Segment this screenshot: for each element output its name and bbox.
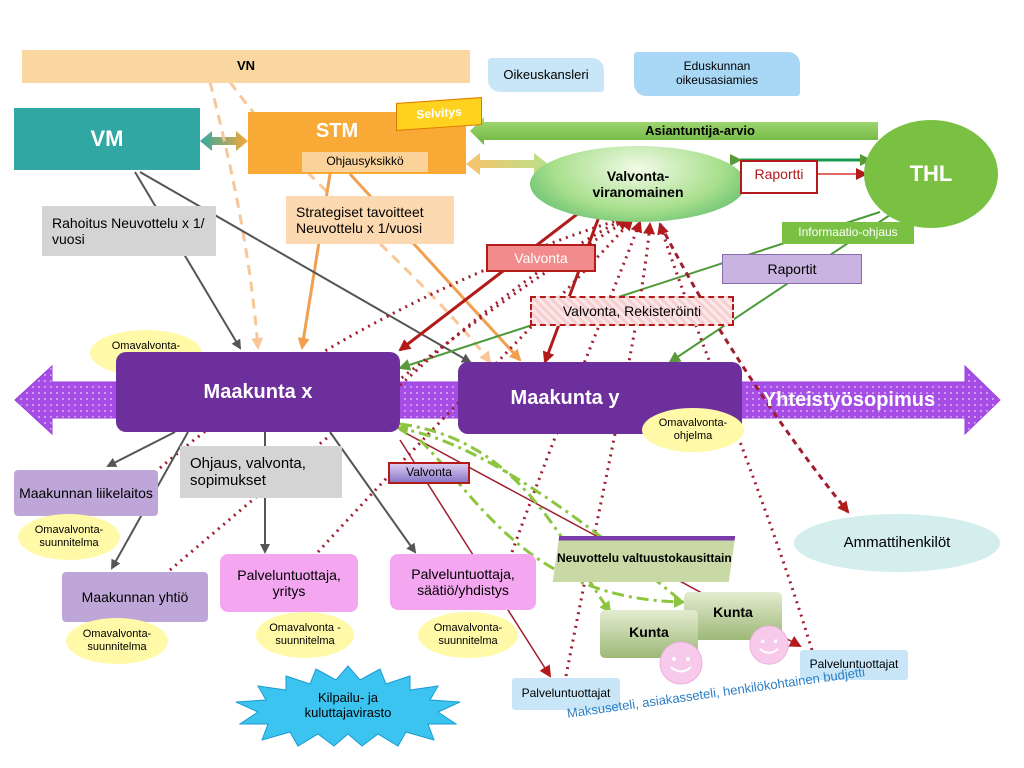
palveluntuottajat-box-2: Palveluntuottajat: [800, 650, 908, 680]
valvonta-to-maakunta-x: [398, 210, 581, 352]
maakunta-x-label: Maakunta x: [203, 380, 313, 403]
yhteistyosopimus-label: Yhteistyösopimus: [762, 388, 936, 411]
omavalvontasuunnitelma-4-label: Omavalvonta- suunnitelma: [433, 622, 503, 647]
palveluntuottajat-label-1: Palveluntuottajat: [521, 686, 611, 701]
oikeuskansleri-label: Oikeuskansleri: [503, 66, 589, 82]
maakunnan-liikelaitos-box: Maakunnan liikelaitos: [14, 470, 158, 516]
ammattihenkilot-ellipse: Ammattihenkilöt: [794, 514, 1000, 572]
oikeuskansleri-box: Oikeuskansleri: [488, 58, 604, 92]
mx-to-liikelaitos: [106, 431, 176, 467]
maakunnan-liikelaitos-label: Maakunnan liikelaitos: [19, 484, 153, 501]
mx-to-saatio: [329, 431, 417, 554]
stm-valvonta-arrow: [466, 153, 548, 175]
kunta-label-2: Kunta: [713, 604, 753, 620]
valvonta-label-2: Valvonta: [406, 465, 452, 480]
palveluntuottaja-yritys-label: Palveluntuottaja, yritys: [237, 566, 341, 599]
informaatio-ohjaus-box: Informaatio-ohjaus: [782, 222, 914, 244]
yhteistyosopimus-label-box: Yhteistyösopimus: [744, 386, 954, 414]
stm-box: STM: [248, 112, 466, 174]
valvontaviranomainen-label: Valvonta- viranomainen: [592, 167, 684, 200]
ohjaus-valvonta-label: Ohjaus, valvonta, sopimukset: [190, 454, 306, 489]
omavalvontaohjelma-y-label: Omavalvonta- ohjelma: [658, 417, 728, 442]
asiantuntija-arvio-arrow: [470, 117, 878, 145]
thl-label: THL: [909, 161, 953, 187]
palveluntuottajat-box-1: Palveluntuottajat: [512, 678, 620, 710]
selvitys-label: Selvitys: [416, 104, 462, 122]
maakunta-x-box: Maakunta x: [116, 352, 400, 432]
ohjaus-valvonta-box: Ohjaus, valvonta, sopimukset: [180, 446, 342, 498]
valvonta-label-1: Valvonta: [514, 249, 568, 266]
ammattihenkilot-label: Ammattihenkilöt: [843, 534, 951, 552]
maakunta-y-label: Maakunta y: [510, 386, 620, 409]
dotted-palveluntuottajat2-valvonta: [657, 222, 814, 651]
stm-label: STM: [315, 120, 359, 142]
maakunnan-yhtio-label: Maakunnan yhtiö: [81, 588, 189, 605]
valvonta-rekisterointi-box: Valvonta, Rekisteröinti: [530, 296, 734, 326]
vn-to-maakunta-x-dashed: [208, 81, 264, 350]
rahoitus-label: Rahoitus Neuvottelu x 1/ vuosi: [52, 214, 205, 247]
vm-to-maakunta-x: [134, 171, 242, 350]
eduskunnan-oikeusasiamies-box: Eduskunnan oikeusasiamies: [634, 52, 800, 96]
maakunnan-yhtio-box: Maakunnan yhtiö: [62, 572, 208, 622]
raportit-label: Raportit: [767, 260, 817, 277]
vn-label: VN: [236, 58, 256, 74]
thl-ellipse: THL: [864, 120, 998, 228]
kunta-dashdot-1: [399, 422, 612, 614]
smiley-face-icon: [659, 641, 703, 685]
asiantuntija-arvio-label-box: Asiantuntija-arvio: [600, 122, 800, 140]
palveluntuottaja-saatio-label: Palveluntuottaja, säätiö/yhdistys: [411, 565, 515, 598]
vn-box: VN: [22, 50, 470, 83]
raportti-box: Raportti: [740, 160, 818, 194]
strategiset-tavoitteet-label: Strategiset tavoitteet Neuvottelu x 1/vu…: [296, 203, 424, 236]
selvitys-box: Selvitys: [396, 96, 482, 132]
valvonta-rekisterointi-label: Valvonta, Rekisteröinti: [562, 302, 702, 319]
ohjausyksikko-label: Ohjausyksikkö: [326, 154, 404, 169]
vm-box: VM: [14, 108, 200, 170]
raportti-label: Raportti: [754, 166, 804, 182]
valvonta-to-maakunta-y: [542, 213, 602, 364]
kilpailu-starburst-shape: [235, 665, 461, 747]
raportit-box: Raportit: [722, 254, 862, 284]
valvontaviranomainen-ellipse: Valvonta- viranomainen: [530, 146, 746, 222]
vm-to-maakunta-y: [139, 171, 472, 363]
omavalvontaohjelma-y-ellipse: Omavalvonta- ohjelma: [642, 408, 744, 452]
rahoitus-box: Rahoitus Neuvottelu x 1/ vuosi: [42, 206, 216, 256]
palveluntuottajat-label-2: Palveluntuottajat: [809, 657, 899, 672]
omavalvontasuunnitelma-2-ellipse: Omavalvonta- suunnitelma: [66, 618, 168, 664]
ohjausyksikko-box: Ohjausyksikkö: [302, 152, 428, 172]
palveluntuottaja-saatio-box: Palveluntuottaja, säätiö/yhdistys: [390, 554, 536, 610]
omavalvontasuunnitelma-3-label: Omavalvonta -suunnitelma: [269, 622, 341, 647]
omavalvontasuunnitelma-1-ellipse: Omavalvonta- suunnitelma: [18, 514, 120, 560]
neuvottelu-label: Neuvottelu valtuustokausittain: [556, 551, 732, 566]
vm-label: VM: [90, 126, 124, 152]
eduskunnan-oikeusasiamies-label: Eduskunnan oikeusasiamies: [675, 59, 759, 87]
omavalvontasuunnitelma-2-label: Omavalvonta- suunnitelma: [82, 628, 152, 653]
informaatio-ohjaus-label: Informaatio-ohjaus: [798, 225, 898, 240]
omavalvontasuunnitelma-1-label: Omavalvonta- suunnitelma: [34, 524, 104, 549]
smiley-face-icon: [749, 625, 789, 665]
strategiset-tavoitteet-box: Strategiset tavoitteet Neuvottelu x 1/vu…: [286, 196, 454, 244]
neuvottelu-box: Neuvottelu valtuustokausittain: [552, 536, 736, 582]
kunta-label-1: Kunta: [629, 624, 669, 640]
palveluntuottaja-yritys-box: Palveluntuottaja, yritys: [220, 554, 358, 612]
kilpailu-label-box: Kilpailu- ja kuluttajavirasto: [270, 684, 426, 728]
omavalvontasuunnitelma-3-ellipse: Omavalvonta -suunnitelma: [256, 612, 354, 658]
kilpailu-label: Kilpailu- ja kuluttajavirasto: [304, 690, 392, 720]
omavalvontasuunnitelma-4-ellipse: Omavalvonta- suunnitelma: [418, 612, 518, 658]
valvonta-box-1: Valvonta: [486, 244, 596, 272]
asiantuntija-arvio-label: Asiantuntija-arvio: [645, 122, 755, 138]
dotted-liikelaitos-valvonta: [159, 215, 627, 470]
valvonta-box-2: Valvonta: [388, 462, 470, 484]
